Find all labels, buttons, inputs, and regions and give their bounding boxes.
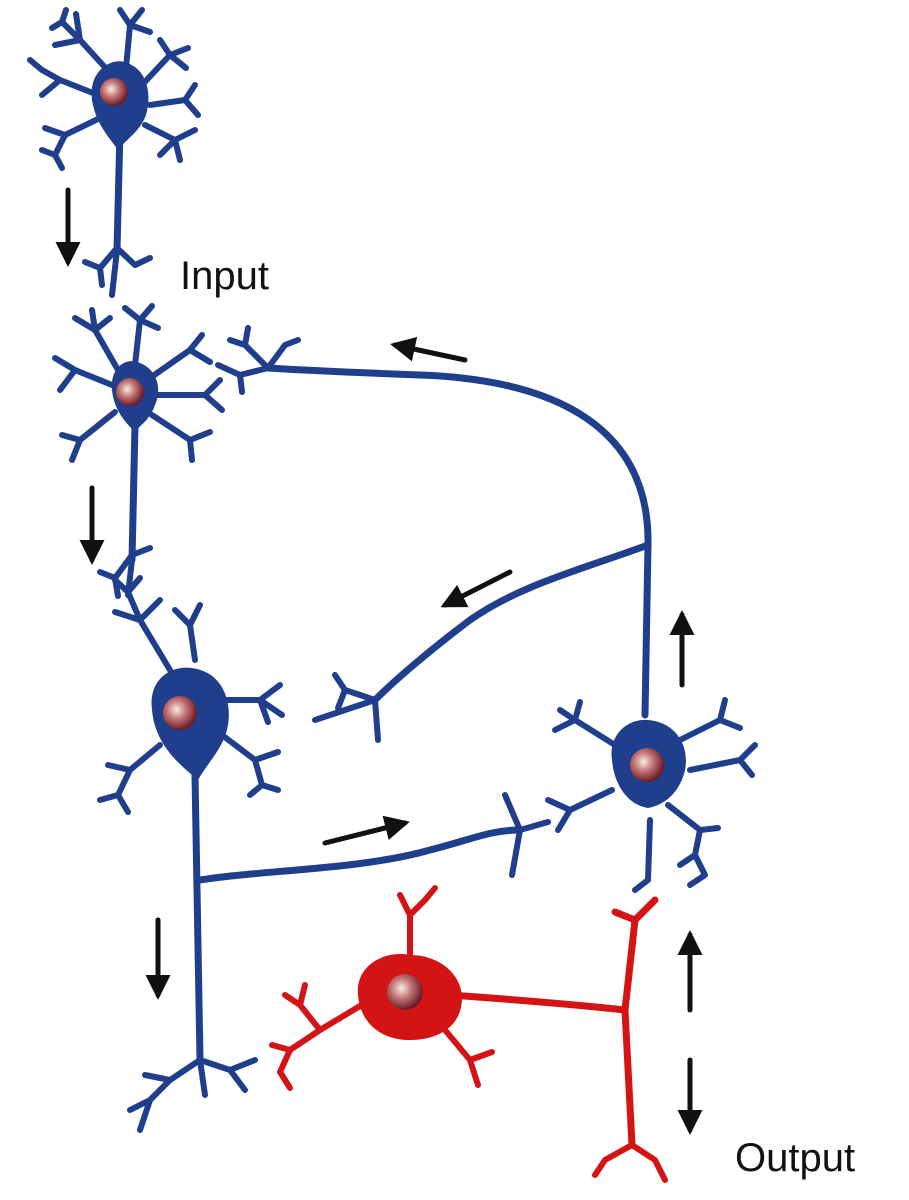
arrow-top-left: [390, 336, 468, 363]
feedback-axon-middle: [371, 541, 652, 704]
nucleus: [387, 974, 423, 1010]
collateral-branch: [196, 826, 524, 884]
arrow-group: [55, 187, 703, 1135]
output-label: Output: [735, 1136, 856, 1180]
nucleus: [630, 748, 664, 782]
blue-nuclei: [100, 78, 664, 782]
feedback-axon-top: [264, 364, 652, 549]
nucleus: [100, 78, 128, 106]
nucleus: [116, 378, 144, 406]
arrow-middle-left: [440, 569, 513, 608]
input-label: Input: [180, 254, 269, 298]
input-neuron: [27, 7, 201, 298]
nucleus: [163, 696, 197, 730]
feedback-neuron: [545, 541, 758, 893]
relay-neuron: [52, 303, 225, 599]
output-neuron: [269, 885, 668, 1183]
central-neuron: [97, 575, 285, 1064]
arrow-branch-right: [322, 815, 410, 846]
